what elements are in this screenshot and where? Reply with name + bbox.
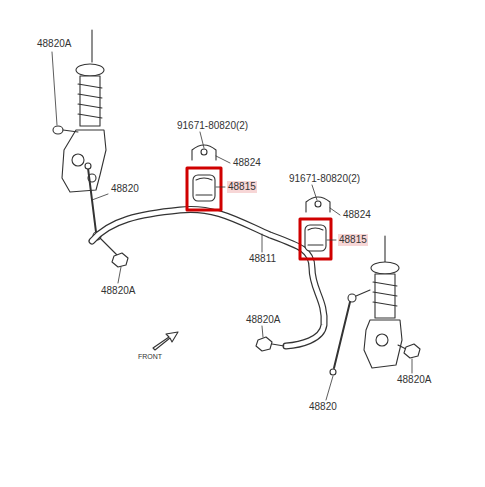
highlighted-part-number: 48815 [338,234,368,246]
left-strut [53,30,106,192]
part-number: 48820A [100,285,136,297]
left-stabilizer-link [85,163,128,267]
bolt-part-number: 91671-80820(2) [288,173,361,185]
part-number: 48824 [232,157,262,169]
stabilizer-nut-middle [256,337,284,351]
front-arrow [153,332,178,350]
part-number: 48824 [342,209,372,221]
bushing-bracket-right [300,197,331,259]
leader-lines [52,52,412,400]
part-number: 48820 [308,401,338,413]
right-stabilizer-link [330,290,370,375]
part-number: 48811 [248,253,277,265]
highlighted-part-number: 48815 [227,181,257,193]
bolt-part-number: 91671-80820(2) [176,120,249,132]
part-number: 48820A [396,374,432,386]
bushing-bracket-left [187,145,221,210]
stabilizer-bar [92,209,324,346]
right-strut [364,236,420,368]
part-number: 48820 [110,183,140,195]
part-number: 48820A [36,38,72,50]
front-label: FRONT [137,352,163,361]
part-number: 48820A [245,314,281,326]
